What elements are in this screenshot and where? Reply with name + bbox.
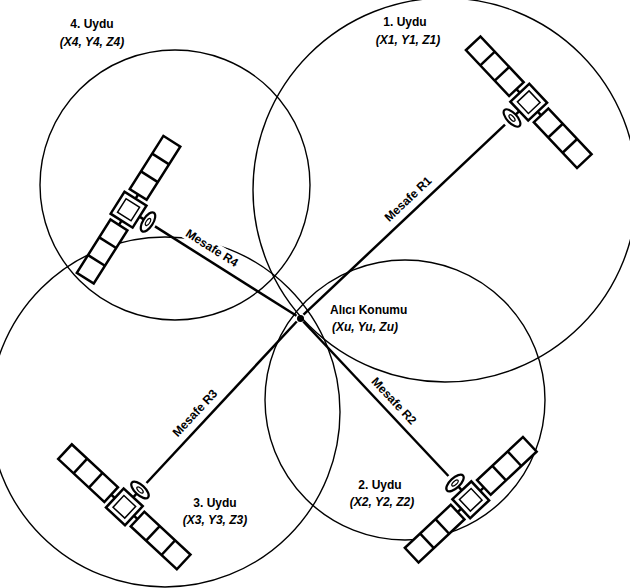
receiver-dot bbox=[297, 315, 304, 322]
satellite-node: 4. Uydu(X4, Y4, Z4) bbox=[141, 215, 155, 229]
satellite-icon bbox=[56, 431, 203, 571]
coordinate-label: (X2, Y2, Z2) bbox=[348, 495, 416, 509]
satellite-icon bbox=[453, 34, 594, 180]
range-circle bbox=[265, 260, 545, 540]
distance-label: Mesafe R3 bbox=[168, 385, 221, 441]
node-title: 1. Uydu bbox=[381, 15, 428, 29]
distance-label: Mesafe R1 bbox=[381, 172, 437, 226]
node-title: 4. Uydu bbox=[68, 17, 115, 31]
node-title: 2. Uydu bbox=[356, 478, 403, 492]
distance-line bbox=[304, 125, 506, 315]
distance-line bbox=[155, 226, 297, 315]
node-title: Alıcı Konumu bbox=[328, 303, 409, 317]
receiver-point: Alıcı Konumu(Xu, Yu, Zu) bbox=[297, 315, 304, 322]
distance-label: Mesafe R2 bbox=[367, 373, 421, 429]
distance-line bbox=[303, 322, 448, 477]
range-circle bbox=[40, 50, 310, 320]
coordinate-label: (Xu, Yu, Zu) bbox=[330, 320, 400, 334]
satellite-node: 2. Uydu(X2, Y2, Z2) bbox=[448, 476, 462, 490]
distance-line bbox=[147, 322, 297, 484]
coordinate-label: (X1, Y1, Z1) bbox=[374, 33, 442, 47]
satellite-icon bbox=[74, 134, 195, 293]
node-title: 3. Uydu bbox=[191, 496, 238, 510]
receiver-dot bbox=[297, 315, 304, 322]
coordinate-label: (X3, Y3, Z3) bbox=[181, 513, 249, 527]
range-circle bbox=[0, 237, 340, 587]
satellite-node: 3. Uydu(X3, Y3, Z3) bbox=[133, 483, 147, 497]
coordinate-label: (X4, Y4, Z4) bbox=[58, 35, 126, 49]
satellite-node: 1. Uydu(X1, Y1, Z1) bbox=[505, 111, 519, 125]
